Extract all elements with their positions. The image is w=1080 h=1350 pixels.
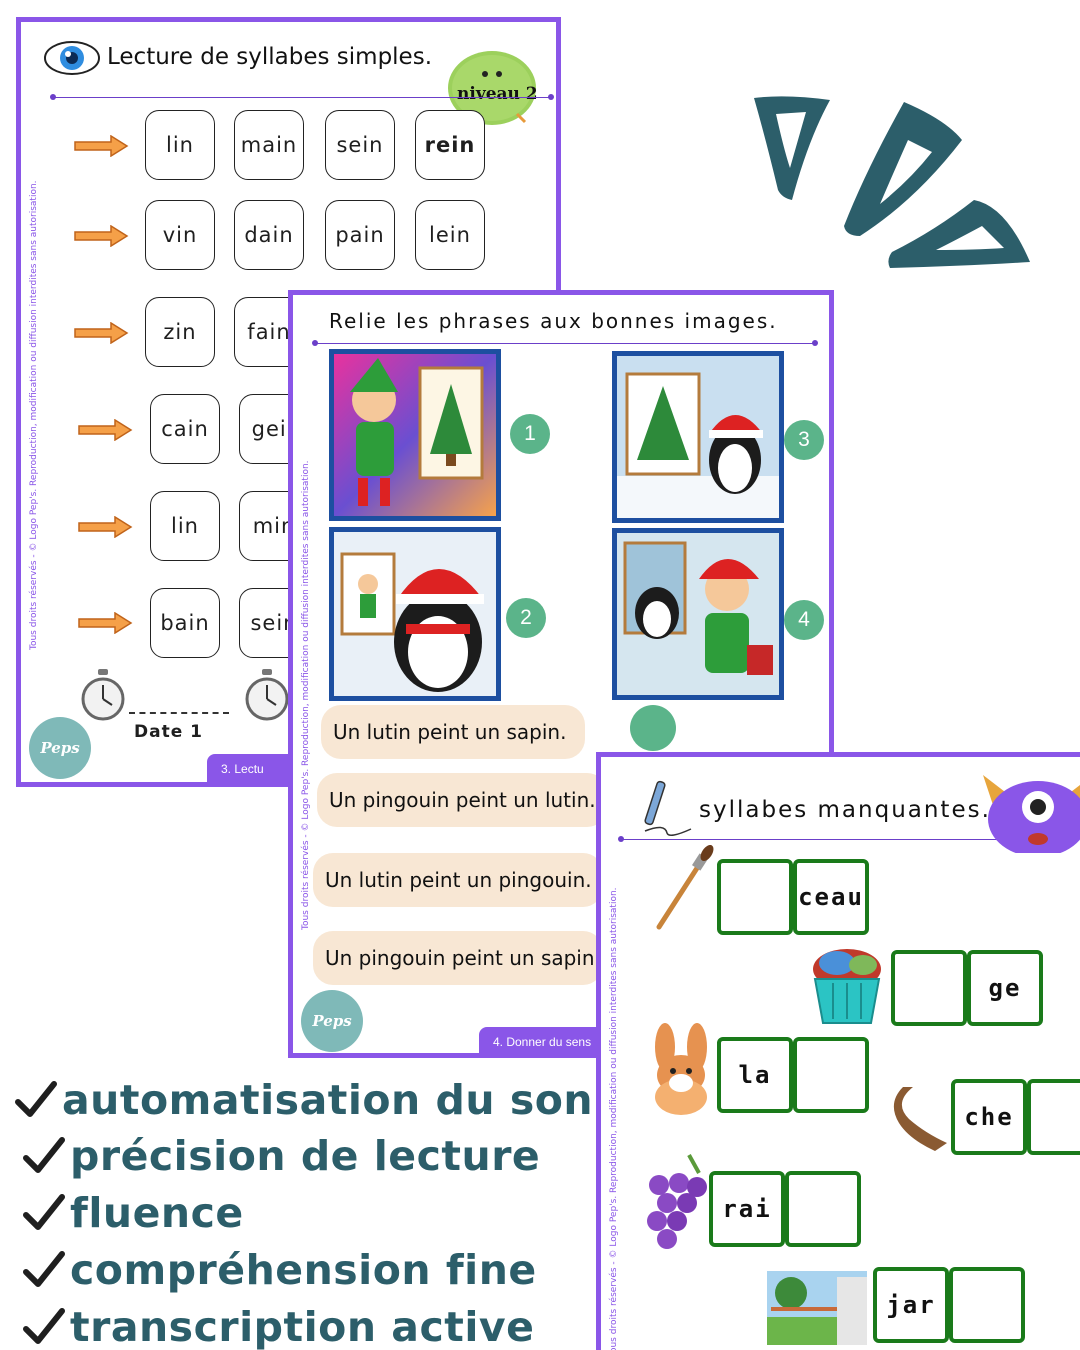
sentence-strip: Un lutin peint un sapin.: [321, 705, 585, 759]
grapes-icon: [647, 1154, 707, 1249]
syllable-cell: main: [234, 110, 304, 180]
copyright-text: Tous droits réservés - © Logo Pep's. Rep…: [609, 887, 619, 1350]
number-badge: 3: [784, 420, 824, 460]
checkmark-icon: [23, 1308, 65, 1344]
worksheet-missing-syllables: syllabes manquantes. ceau ge la che: [596, 752, 1080, 1350]
syllable-cell: lin: [150, 491, 220, 561]
sentence-strip: Un pingouin peint un lutin.: [317, 773, 607, 827]
checklist-item: automatisation du son: [14, 1076, 593, 1124]
checklist-item: précision de lecture: [22, 1132, 540, 1180]
empty-box[interactable]: [1027, 1079, 1080, 1155]
title-divider: [618, 836, 1024, 842]
level-badge: niveau 2: [445, 42, 539, 126]
syllable-cell: lein: [415, 200, 485, 270]
logo-text: Peps: [40, 739, 80, 757]
syllable-cell: zin: [145, 297, 215, 367]
number-badge: 2: [506, 598, 546, 638]
syllable-box: jar: [873, 1267, 949, 1343]
checklist-item: compréhension fine: [22, 1246, 537, 1294]
empty-box[interactable]: [949, 1267, 1025, 1343]
pen-icon: [644, 780, 692, 836]
arrow-icon: [74, 225, 129, 247]
syllable-box: rai: [709, 1171, 785, 1247]
syllable-cell-bold: rein: [415, 110, 485, 180]
peps-logo: Peps: [29, 717, 91, 779]
syllable-box: ceau: [793, 859, 869, 935]
checklist-text: automatisation du son: [62, 1076, 594, 1124]
eye-icon: [44, 41, 100, 75]
sheet3-title: syllabes manquantes.: [699, 797, 991, 823]
monster-icon: [983, 775, 1080, 853]
syllable-cell: sein: [325, 110, 395, 180]
sheet1-title: Lecture de syllabes simples.: [107, 44, 432, 70]
copyright-text: Tous droits réservés - © Logo Pep's. Rep…: [301, 460, 311, 930]
number-badge: 1: [510, 414, 550, 454]
arrow-icon: [78, 419, 133, 441]
title-divider: [50, 94, 554, 100]
checklist-text: transcription active: [70, 1303, 535, 1350]
arrow-icon: [74, 322, 129, 344]
green-dot: [630, 705, 676, 751]
arrow-icon: [74, 135, 129, 157]
syllable-cell: cain: [150, 394, 220, 464]
garden-icon: [767, 1271, 867, 1345]
syllable-box: ge: [967, 950, 1043, 1026]
arrow-icon: [78, 516, 133, 538]
worksheet-sentences: Relie les phrases aux bonnes images. 1 3: [288, 290, 834, 1058]
stopwatch-icon: [245, 669, 289, 721]
checkmark-icon: [23, 1137, 65, 1173]
syllable-cell: bain: [150, 588, 220, 658]
picture-elf-tree: [329, 349, 501, 521]
empty-box[interactable]: [785, 1171, 861, 1247]
sentence-strip: Un lutin peint un pingouin.: [313, 853, 603, 907]
level-label: niveau 2: [457, 84, 538, 104]
checklist-text: fluence: [70, 1189, 244, 1237]
syllable-box: la: [717, 1037, 793, 1113]
syllable-cell: dain: [234, 200, 304, 270]
syllable-box: che: [951, 1079, 1027, 1155]
arrow-icon: [78, 612, 133, 634]
checklist-item: fluence: [22, 1189, 244, 1237]
checklist-item: transcription active: [22, 1303, 534, 1350]
decorative-shapes: [754, 96, 1030, 268]
empty-box[interactable]: [793, 1037, 869, 1113]
syllable-cell: pain: [325, 200, 395, 270]
date-label: Date 1: [134, 722, 203, 742]
rabbit-icon: [655, 1023, 707, 1115]
checkmark-icon: [15, 1081, 57, 1117]
paintbrush-icon: [656, 845, 714, 930]
picture-penguin-tree: [612, 351, 784, 523]
title-divider: [312, 340, 818, 346]
monster-icon: [448, 51, 536, 125]
peps-logo: Peps: [301, 990, 363, 1052]
date-line: [129, 712, 229, 714]
sheet2-title: Relie les phrases aux bonnes images.: [329, 309, 778, 333]
number-badge: 4: [784, 600, 824, 640]
laundry-basket-icon: [813, 949, 881, 1024]
picture-penguin-elf: [329, 527, 501, 701]
path-road-icon: [893, 1087, 947, 1151]
checklist-text: compréhension fine: [70, 1246, 537, 1294]
stopwatch-icon: [81, 669, 125, 721]
checklist-text: précision de lecture: [70, 1132, 541, 1180]
empty-box[interactable]: [891, 950, 967, 1026]
empty-box[interactable]: [717, 859, 793, 935]
copyright-text: Tous droits réservés - © Logo Pep's. Rep…: [29, 180, 39, 650]
logo-text: Peps: [312, 1012, 352, 1030]
sentence-strip: Un pingouin peint un sapin: [313, 931, 603, 985]
checkmark-icon: [23, 1194, 65, 1230]
picture-elf-penguin: [612, 528, 784, 700]
checkmark-icon: [23, 1251, 65, 1287]
syllable-cell: lin: [145, 110, 215, 180]
syllable-cell: vin: [145, 200, 215, 270]
